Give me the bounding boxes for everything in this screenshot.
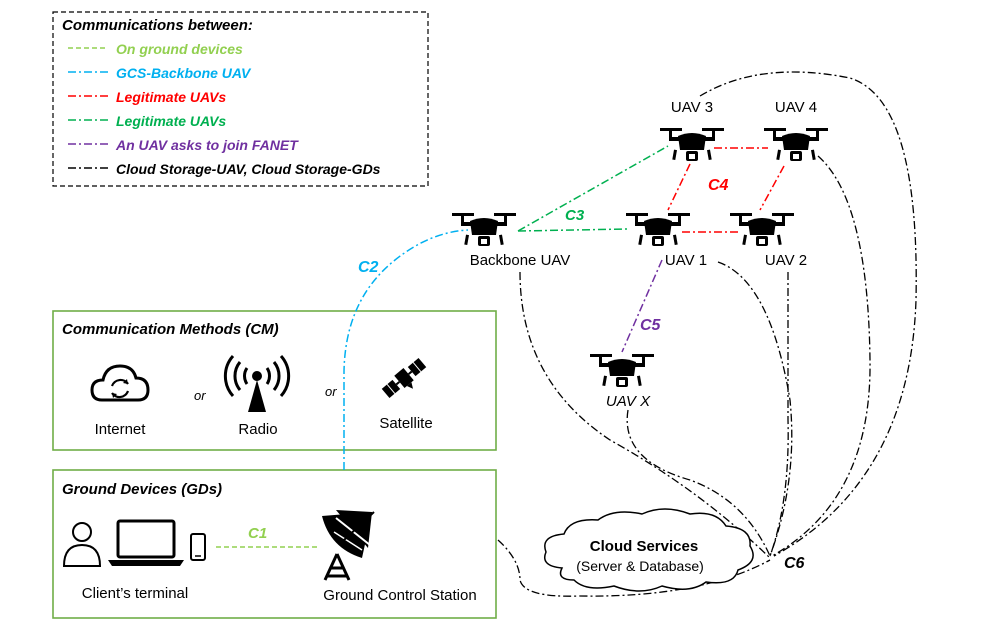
link-c6-uav2 bbox=[769, 272, 789, 557]
link-c6-uavx bbox=[626, 409, 771, 557]
cloud-sync-icon bbox=[90, 364, 150, 402]
legend-item-gcs: GCS-Backbone UAV bbox=[116, 65, 252, 81]
uav4-label: UAV 4 bbox=[775, 99, 817, 116]
link-c3-to-uav1 bbox=[517, 228, 629, 232]
or-label-1: or bbox=[194, 388, 206, 403]
client-terminal-label: Client’s terminal bbox=[82, 585, 188, 602]
internet-label: Internet bbox=[95, 421, 147, 438]
uav2-label: UAV 2 bbox=[765, 252, 807, 269]
link-c6-backbone bbox=[519, 271, 771, 559]
link-c2-label: C2 bbox=[358, 259, 379, 276]
backbone-uav-label: Backbone UAV bbox=[470, 252, 571, 269]
uav3-label: UAV 3 bbox=[671, 99, 713, 116]
satellite-label: Satellite bbox=[379, 415, 432, 432]
uav1-drone-icon bbox=[626, 213, 690, 246]
cm-box bbox=[52, 310, 497, 451]
uav1-label: UAV 1 bbox=[665, 252, 707, 269]
link-c5-label: C5 bbox=[640, 317, 662, 334]
link-c4-label: C4 bbox=[708, 177, 729, 194]
legend-item-legit-red: Legitimate UAVs bbox=[116, 89, 226, 105]
legend-title: Communications between: bbox=[62, 17, 253, 34]
link-c6-uav1 bbox=[717, 261, 793, 557]
link-c2 bbox=[343, 229, 469, 470]
radio-label: Radio bbox=[238, 421, 277, 438]
cloud-services-shape bbox=[544, 508, 754, 592]
link-c5 bbox=[621, 259, 663, 353]
uavx-drone-icon bbox=[590, 354, 654, 387]
uav3-drone-icon bbox=[660, 128, 724, 161]
radio-tower-icon bbox=[223, 355, 291, 412]
link-c3-label: C3 bbox=[565, 207, 585, 224]
gd-title: Ground Devices (GDs) bbox=[62, 481, 222, 498]
laptop-icon bbox=[108, 519, 184, 566]
or-label-2: or bbox=[325, 384, 337, 399]
link-c1-label: C1 bbox=[248, 525, 267, 542]
link-c3-to-uav3 bbox=[517, 145, 669, 232]
link-c4-uav4-uav2 bbox=[759, 165, 785, 211]
legend-item-legit-green: Legitimate UAVs bbox=[116, 113, 226, 129]
satellite-dish-icon bbox=[322, 510, 375, 581]
link-c4-uav3-uav1 bbox=[667, 163, 691, 211]
legend-item-ground: On ground devices bbox=[116, 41, 243, 57]
link-c6-uav4 bbox=[771, 155, 871, 557]
legend-item-join: An UAV asks to join FANET bbox=[115, 137, 299, 153]
legend-item-cloud: Cloud Storage-UAV, Cloud Storage-GDs bbox=[116, 161, 381, 177]
cloud-services-title: Cloud Services bbox=[590, 538, 698, 555]
cloud-services-subtitle: (Server & Database) bbox=[576, 558, 704, 574]
link-c6-uav3 bbox=[699, 71, 917, 557]
person-icon bbox=[62, 522, 102, 567]
cm-title: Communication Methods (CM) bbox=[62, 321, 279, 338]
satellite-icon bbox=[381, 357, 427, 399]
gcs-label: Ground Control Station bbox=[323, 587, 476, 604]
backbone-uav-drone-icon bbox=[452, 213, 516, 246]
legend-box bbox=[52, 11, 429, 187]
uav2-drone-icon bbox=[730, 213, 794, 246]
gd-box bbox=[52, 469, 497, 619]
link-c6-label: C6 bbox=[784, 555, 805, 572]
uavx-label: UAV X bbox=[606, 393, 651, 410]
phone-icon bbox=[190, 533, 206, 561]
